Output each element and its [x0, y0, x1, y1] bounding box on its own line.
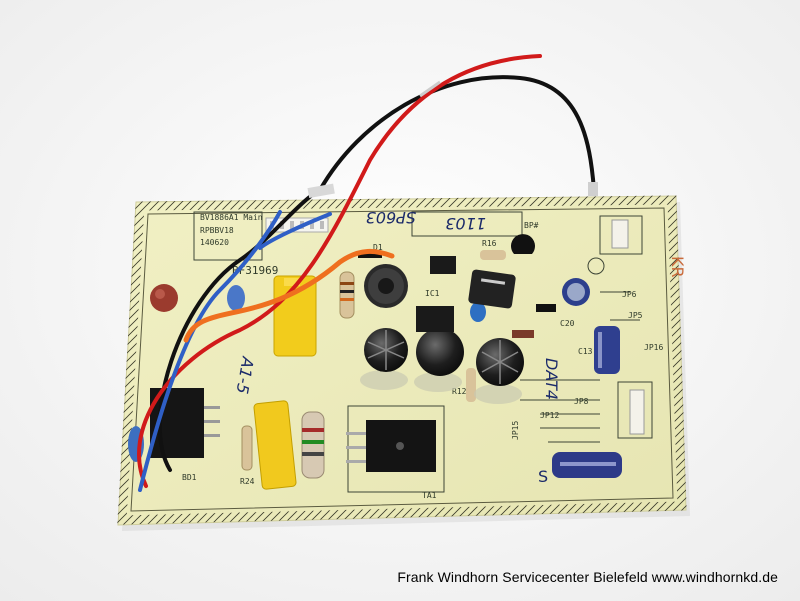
ref-bd1-text: BD1	[182, 473, 197, 482]
board-code-text: RPBBV18	[200, 226, 234, 235]
date-code-text: 140620	[200, 238, 229, 247]
ref-r16-text: R16	[482, 239, 497, 248]
ref-jp16-text: JP16	[644, 343, 663, 352]
ref-jp5-text: JP5	[628, 311, 643, 320]
ref-jp6-text: JP6	[622, 290, 637, 299]
photo-credit: Frank Windhorn Servicecenter Bielefeld w…	[397, 569, 778, 585]
ref-jp8-text: JP8	[574, 397, 589, 406]
ref-ta1-text: TA1	[422, 491, 437, 500]
handwriting-top: SP603	[366, 208, 416, 227]
ref-r24-text: R24	[240, 477, 255, 486]
svg-text:KR: KR	[668, 256, 687, 278]
ref-d1-text: D1	[373, 243, 383, 252]
ref-jp15-text: JP15	[511, 421, 520, 440]
ref-bp-text: BP#	[524, 221, 539, 230]
handwriting-right: DAT4	[542, 358, 561, 400]
board-label-text: BV1886A1 Main	[200, 213, 263, 222]
ref-r12-text: R12	[452, 387, 467, 396]
ref-c20-text: C20	[560, 319, 575, 328]
ref-c13-text: C13	[578, 347, 593, 356]
handwriting-box: 1103	[445, 214, 486, 233]
ref-ic1-text: IC1	[425, 289, 440, 298]
svg-text:S: S	[538, 467, 548, 486]
ref-jp12-text: JP12	[540, 411, 559, 420]
